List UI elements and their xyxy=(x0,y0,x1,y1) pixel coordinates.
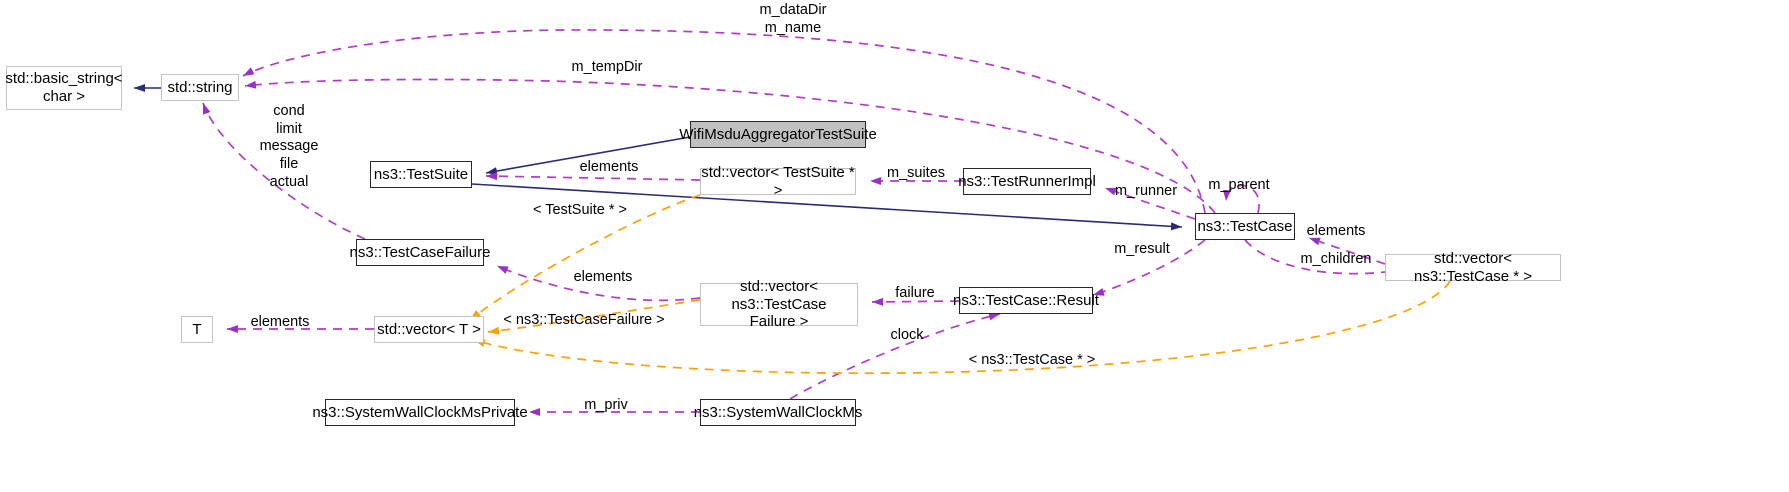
node-ns3-testcasefailure[interactable]: ns3::TestCaseFailure xyxy=(350,239,490,266)
node-ns3-systemwallclockmsprivate[interactable]: ns3::SystemWallClockMsPrivate xyxy=(312,399,528,426)
node-std-basic-string[interactable]: std::basic_string< char > xyxy=(5,66,123,110)
node-ns3-testcase[interactable]: ns3::TestCase xyxy=(1195,213,1295,240)
node-wifimsduaggregatortestsuite[interactable]: WifiMsduAggregatorTestSuite xyxy=(679,121,877,148)
node-template-parameter-t[interactable]: T xyxy=(181,316,213,343)
inheritance-edges xyxy=(134,84,1183,231)
node-ns3-testsuite[interactable]: ns3::TestSuite xyxy=(370,161,472,188)
node-ns3-testrunnerimpl[interactable]: ns3::TestRunnerImpl xyxy=(958,168,1096,195)
association-edges xyxy=(202,29,1386,416)
node-ns3-testcase-result[interactable]: ns3::TestCase::Result xyxy=(953,287,1099,314)
node-ns3-systemwallclockms[interactable]: ns3::SystemWallClockMs xyxy=(694,399,862,426)
node-vector-ns3-testcasefailure[interactable]: std::vector< ns3::TestCase Failure > xyxy=(700,278,858,330)
node-vector-ns3-testcase-ptr[interactable]: std::vector< ns3::TestCase * > xyxy=(1385,250,1561,285)
template-instantiation-edges xyxy=(469,194,1451,375)
node-vector-t[interactable]: std::vector< T > xyxy=(374,316,484,343)
node-vector-testsuite-ptr[interactable]: std::vector< TestSuite * > xyxy=(700,163,856,199)
node-std-string[interactable]: std::string xyxy=(161,74,239,101)
